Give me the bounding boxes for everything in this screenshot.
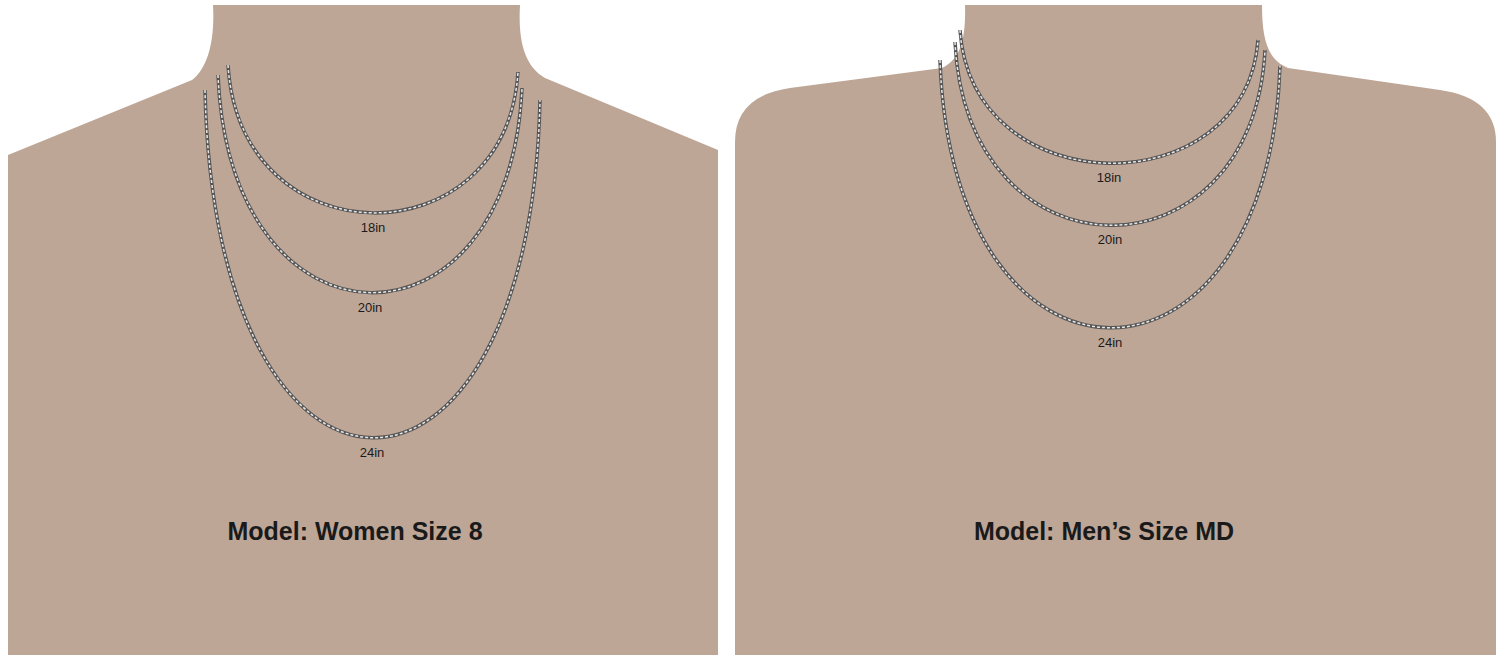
length-label: 24in [360, 446, 385, 461]
length-label: 24in [1098, 336, 1123, 351]
mannequin-bust: 18in 20in 24inModel: Women Size 8 [0, 0, 730, 655]
length-label: 18in [1097, 171, 1122, 186]
mannequin-bust: 18in 20in 24inModel: Men’s Size MD [730, 0, 1500, 655]
men-bust [735, 5, 1496, 655]
length-label: 18in [361, 221, 386, 236]
necklace-chains [205, 30, 1280, 438]
length-label: 20in [1098, 233, 1123, 248]
women-bust [8, 5, 718, 655]
length-label: 20in [358, 301, 383, 316]
model-caption: Model: Men’s Size MD [974, 517, 1234, 546]
model-caption: Model: Women Size 8 [227, 517, 482, 546]
